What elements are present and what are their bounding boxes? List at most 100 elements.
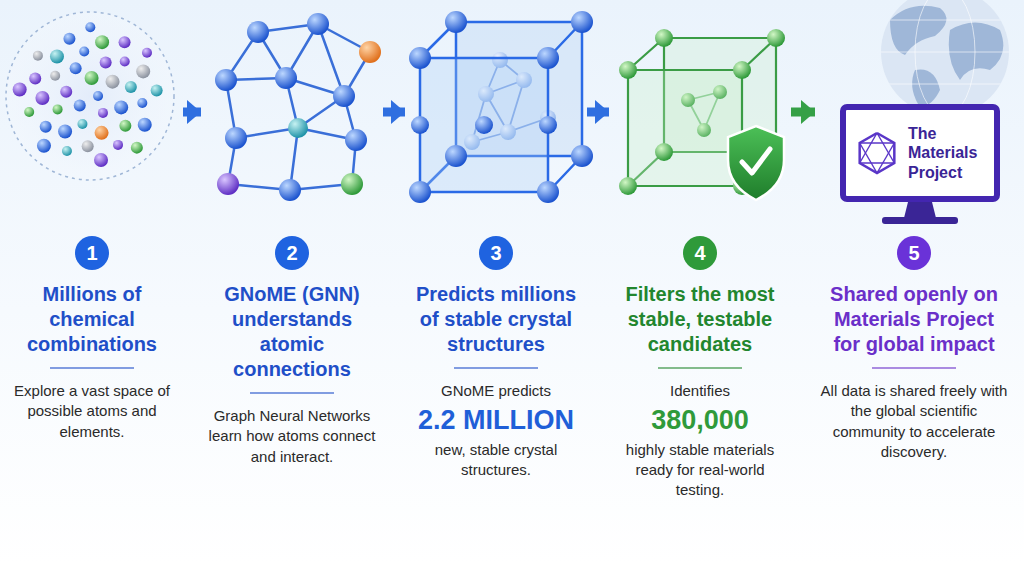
- step-column: 2GNoME (GNN) understands atomic connecti…: [204, 0, 380, 556]
- step-description: All data is shared freely with the globa…: [818, 381, 1010, 462]
- graph-node: [275, 67, 297, 89]
- element-dot: [77, 119, 87, 129]
- element-dot: [37, 139, 51, 153]
- step-number: 2: [275, 236, 309, 270]
- element-dot: [95, 126, 109, 140]
- element-dot: [119, 36, 131, 48]
- graph-node: [359, 41, 381, 63]
- step-description: Explore a vast space of possible atoms a…: [4, 381, 180, 442]
- lattice-atom: [539, 116, 557, 134]
- lattice-atom: [733, 61, 751, 79]
- highlight-number: 2.2 MILLION: [408, 404, 584, 436]
- bond-line: [318, 24, 344, 96]
- globe-map: [880, 0, 1010, 116]
- logo-line: [860, 142, 895, 143]
- element-dot: [33, 51, 43, 61]
- graph-node: [307, 13, 329, 35]
- divider-line: [250, 392, 334, 394]
- element-dot: [58, 124, 72, 138]
- graph-node: [215, 69, 237, 91]
- element-dot: [119, 120, 131, 132]
- element-dot: [98, 108, 108, 118]
- element-dot: [120, 56, 130, 66]
- lattice-atom: [619, 177, 637, 195]
- graph-node: [225, 127, 247, 149]
- divider-line: [454, 367, 538, 369]
- step-number: 4: [683, 236, 717, 270]
- element-dot: [85, 71, 99, 85]
- lattice-atom: [655, 143, 673, 161]
- step-column: 3Predicts millions of stable crystal str…: [408, 0, 584, 556]
- globe-grid: [880, 52, 1010, 53]
- element-dot: [114, 100, 128, 114]
- element-dot: [53, 104, 63, 114]
- step-heading: Millions of chemical combinations: [4, 282, 180, 357]
- lattice-atom: [619, 61, 637, 79]
- graph-node: [333, 85, 355, 107]
- element-dot: [29, 73, 41, 85]
- element-dot: [151, 84, 163, 96]
- element-dot: [60, 86, 72, 98]
- step-description: new, stable crystal structures.: [408, 440, 584, 481]
- check-mark: [742, 149, 770, 173]
- graph-node: [279, 179, 301, 201]
- divider-line: [658, 367, 742, 369]
- flow-arrow: [587, 108, 609, 117]
- flow-arrow: [183, 108, 201, 117]
- lattice-atom: [409, 47, 431, 69]
- graph-node: [288, 118, 308, 138]
- element-cloud: [6, 12, 174, 180]
- flow-arrow: [383, 108, 405, 117]
- globe-grid: [915, 0, 975, 116]
- step-column: The Materials Project 5Shared openly on M…: [818, 0, 1010, 556]
- element-dot: [137, 98, 147, 108]
- screen-text: The Materials Project: [908, 124, 988, 182]
- lattice-atom: [537, 47, 559, 69]
- element-dot: [13, 82, 27, 96]
- step-heading: Shared openly on Materials Project for g…: [818, 282, 1010, 357]
- lattice-atom: [537, 181, 559, 203]
- lattice-atom: [411, 116, 429, 134]
- step-heading: Filters the most stable, testable candid…: [612, 282, 788, 357]
- divider-line: [50, 367, 134, 369]
- element-dot: [136, 64, 150, 78]
- lattice-atom: [445, 145, 467, 167]
- step-number: 5: [897, 236, 931, 270]
- step-number: 3: [479, 236, 513, 270]
- element-dot: [35, 91, 49, 105]
- logo-line: [877, 143, 894, 173]
- element-dot: [40, 121, 52, 133]
- continent: [949, 23, 1004, 81]
- element-dot: [93, 91, 103, 101]
- element-dot: [70, 62, 82, 74]
- continent: [890, 6, 946, 55]
- element-dot: [74, 99, 86, 111]
- monitor-base: [882, 217, 958, 224]
- step-heading: GNoME (GNN) understands atomic connectio…: [204, 282, 380, 382]
- logo-line: [860, 162, 895, 163]
- element-dot: [106, 75, 120, 89]
- element-dot: [79, 47, 89, 57]
- monitor-neck: [904, 202, 936, 218]
- lattice-atom: [767, 29, 785, 47]
- element-dot: [131, 142, 143, 154]
- step-column: 1Millions of chemical combinationsExplor…: [4, 0, 180, 556]
- element-dot: [94, 153, 108, 167]
- element-dot: [63, 33, 75, 45]
- graph-node: [345, 129, 367, 151]
- step-column: 4Filters the most stable, testable candi…: [612, 0, 788, 556]
- flow-arrow: [791, 108, 815, 117]
- lattice-atom: [409, 181, 431, 203]
- globe: [881, 0, 1009, 116]
- lattice-atom: [571, 145, 593, 167]
- logo-line: [860, 133, 877, 163]
- graph-node: [247, 21, 269, 43]
- lattice-atom: [475, 116, 493, 134]
- globe-grid: [880, 84, 1010, 85]
- step-description: Identifies: [612, 381, 788, 401]
- globe-grid: [880, 20, 1010, 21]
- element-dot: [95, 35, 109, 49]
